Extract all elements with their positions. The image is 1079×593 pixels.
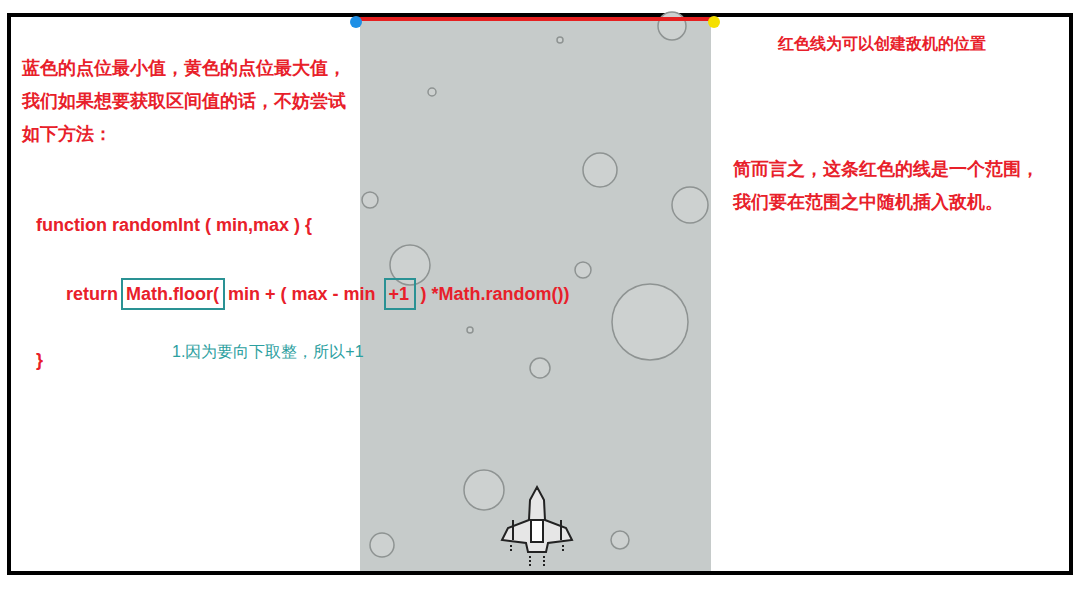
player-ship: [502, 487, 572, 566]
max-point: [708, 16, 720, 28]
code-fragment: ) *Math.random()): [421, 283, 570, 305]
code-fragment: min + ( max - min: [228, 283, 376, 305]
game-area: [360, 17, 711, 571]
frame-border: [9, 15, 1071, 573]
code-line: function randomInt ( min,max ) {: [36, 213, 312, 237]
min-point: [350, 16, 362, 28]
annotation-note: 1.因为要向下取整，所以+1: [172, 341, 364, 363]
highlight-box: Math.floor(: [121, 278, 225, 310]
code-fragment: +1: [389, 283, 411, 305]
intro-note: 蓝色的点位最小值，黄色的点位最大值，我们如果想要获取区间值的话，不妨尝试如下方法…: [22, 52, 356, 151]
code-fragment: return: [66, 283, 118, 305]
explanation-note: 简而言之，这条红色的线是一个范围，我们要在范围之中随机插入敌机。: [733, 153, 1055, 219]
heading-note: 红色线为可以创建敌机的位置: [778, 33, 986, 55]
code-fragment: Math.floor(: [126, 283, 220, 305]
spawn-range-line: [356, 17, 714, 21]
code-line: }: [36, 348, 43, 372]
highlight-box: +1: [384, 278, 416, 310]
asteroids: [362, 12, 708, 557]
